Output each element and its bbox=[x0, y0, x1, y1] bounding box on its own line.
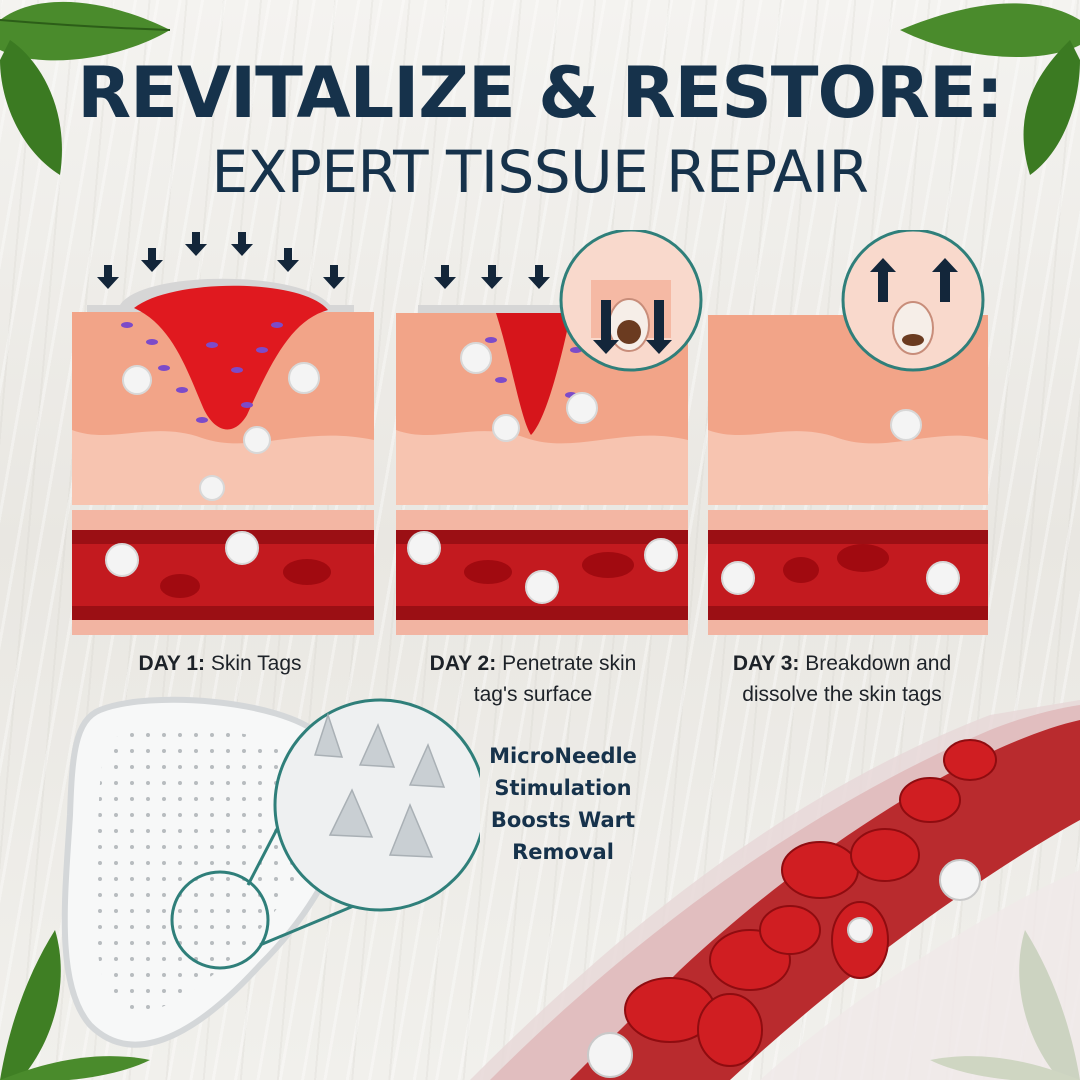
caption-day2: DAY 2: Penetrate skin tag's surface bbox=[388, 648, 678, 710]
caption-day2-label: DAY 2: bbox=[429, 652, 497, 675]
caption-day3-label: DAY 3: bbox=[732, 652, 800, 675]
microneedle-patch-image bbox=[61, 696, 480, 1048]
caption-day3-text-line2: dissolve the skin tags bbox=[742, 683, 942, 706]
feature-line-4: Removal bbox=[512, 840, 614, 864]
leaf-top-right-icon bbox=[900, 3, 1080, 175]
caption-day3: DAY 3: Breakdown and dissolve the skin t… bbox=[692, 648, 992, 710]
leaf-top-left-icon bbox=[0, 1, 171, 175]
microneedle-feature-text: MicroNeedle Stimulation Boosts Wart Remo… bbox=[478, 740, 648, 868]
feature-line-1: MicroNeedle bbox=[489, 744, 637, 768]
caption-day2-text-line2: tag's surface bbox=[473, 683, 593, 706]
leaf-bottom-left-icon bbox=[0, 930, 150, 1080]
feature-line-3: Boosts Wart bbox=[490, 808, 636, 832]
panel-day3-illustration bbox=[708, 230, 988, 635]
page-title: REVITALIZE & RESTORE: bbox=[77, 52, 1004, 134]
caption-day3-text: Breakdown and bbox=[805, 652, 952, 675]
caption-day2-text: Penetrate skin bbox=[502, 652, 637, 675]
caption-day1-text: Skin Tags bbox=[210, 652, 302, 675]
caption-day1: DAY 1: Skin Tags bbox=[85, 648, 355, 679]
panel-day1-illustration bbox=[72, 232, 374, 635]
caption-day1-label: DAY 1: bbox=[138, 652, 206, 675]
page-subtitle: EXPERT TISSUE REPAIR bbox=[211, 138, 869, 206]
feature-line-2: Stimulation bbox=[494, 776, 632, 800]
panel-day2-illustration bbox=[396, 230, 703, 635]
blood-vessel-image bbox=[470, 700, 1080, 1080]
